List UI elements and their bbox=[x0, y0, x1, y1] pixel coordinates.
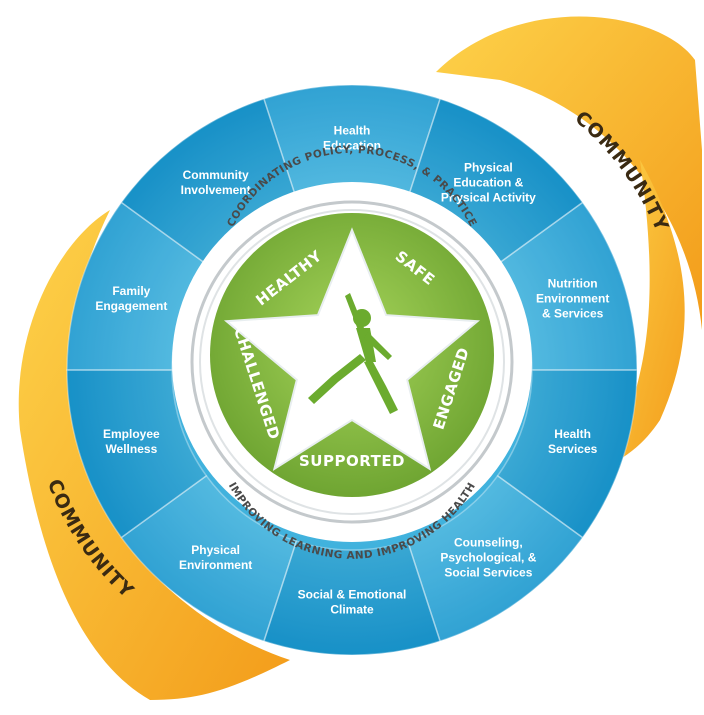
jumping-student-figure bbox=[308, 293, 398, 414]
wheel-segment bbox=[496, 369, 638, 539]
tenet-supported: SUPPORTED bbox=[299, 452, 405, 470]
wheel-segment bbox=[66, 369, 208, 539]
wheel-segment bbox=[262, 540, 442, 656]
student-core: HEALTHY SAFE ENGAGED SUPPORTED CHALLENGE… bbox=[210, 213, 494, 497]
wheel-segment bbox=[120, 474, 298, 642]
community-band-top bbox=[436, 16, 702, 470]
star-shape bbox=[223, 227, 481, 471]
component-label: Counseling,Psychological, &Social Servic… bbox=[440, 536, 536, 580]
wheel-segment bbox=[406, 474, 584, 642]
community-band-bottom bbox=[18, 210, 290, 700]
